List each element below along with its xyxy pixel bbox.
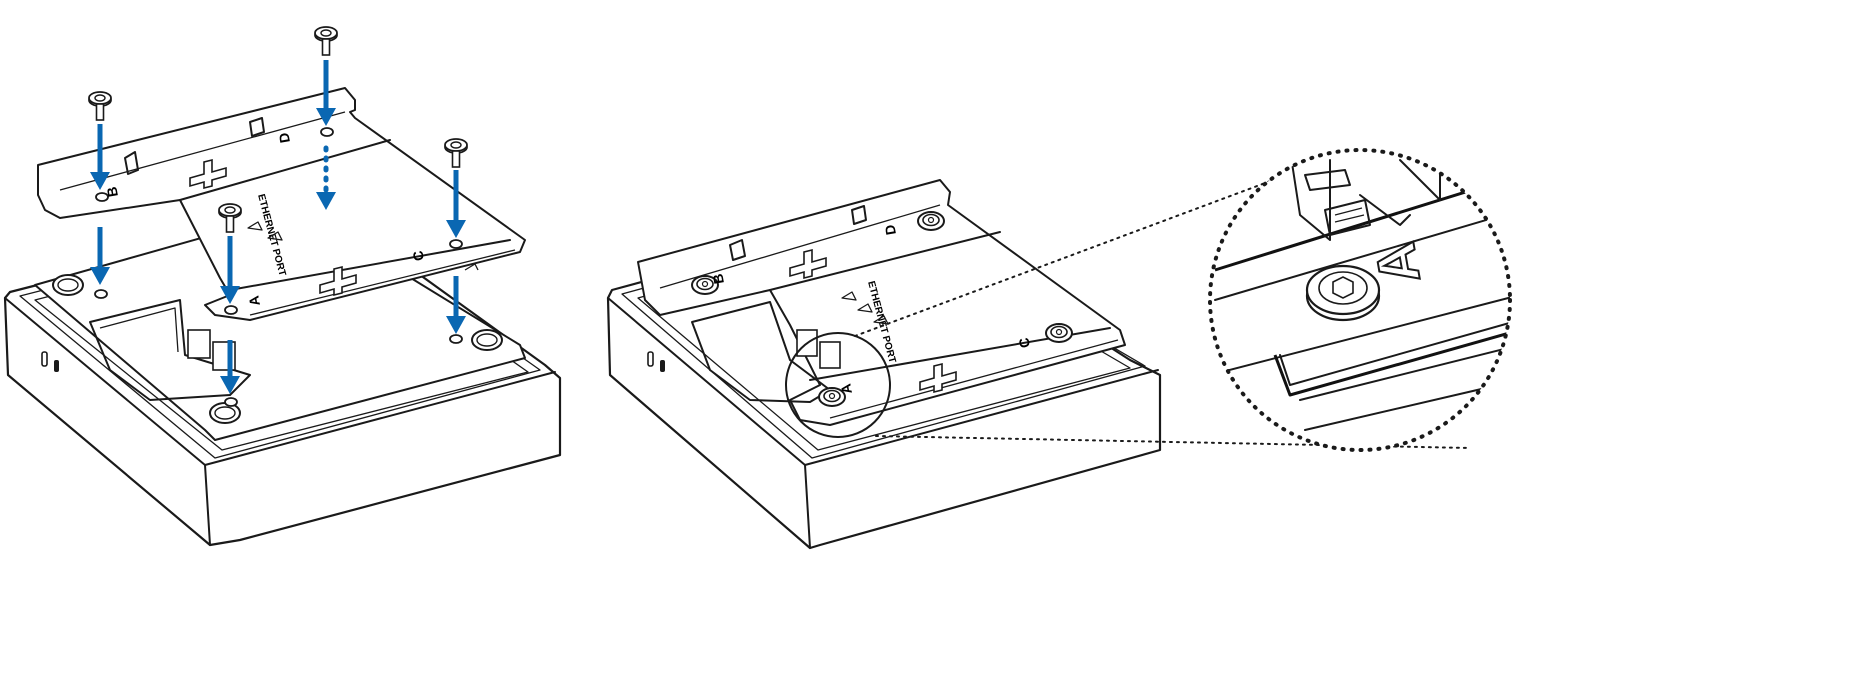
label-a-mid: A — [837, 383, 855, 396]
zoom-source-circle — [785, 332, 891, 438]
screw-icon — [314, 26, 338, 56]
mounting-bracket: B D C A ETHERNET PORT — [37, 87, 526, 321]
label-a-left: A — [245, 295, 263, 308]
screw-icon — [88, 91, 112, 121]
label-c-mid: C — [1015, 337, 1033, 350]
label-b-mid: B — [709, 273, 727, 286]
assembled-view: B D C A ETHERNET PORT — [606, 179, 1162, 550]
label-b-left: B — [103, 186, 121, 199]
left-exploded-view: B D C A ETHERNET PORT — [3, 26, 562, 547]
insertion-arrows — [90, 60, 466, 394]
label-d-left: D — [275, 132, 293, 145]
screw-icon — [444, 138, 468, 168]
detail-zoom: A — [1208, 148, 1512, 452]
label-d-mid: D — [881, 224, 899, 237]
base-enclosure — [3, 208, 562, 547]
label-c-left: C — [409, 250, 427, 263]
